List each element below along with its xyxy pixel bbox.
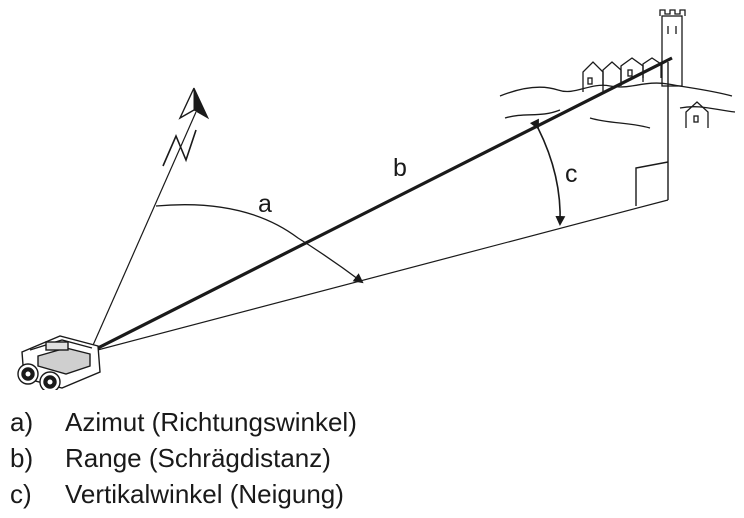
north-arrow-icon [162,87,210,167]
legend-key: b) [10,443,34,473]
azimuth-arc [155,204,364,284]
horizontal-line [89,199,669,353]
label-c: c [565,160,578,188]
hill-with-castle-icon [499,9,736,129]
legend-key: a) [10,407,34,437]
legend-text: Azimut (Richtungswinkel) [65,407,357,437]
slant-range-line [89,56,673,354]
legend-text: Vertikalwinkel (Neigung) [65,479,344,509]
north-line [89,111,197,353]
projection-lines [635,62,669,206]
legend-item-range: b) Range (Schrägdistanz) [10,440,730,476]
legend-item-azimuth: a) Azimut (Richtungswinkel) [10,404,730,440]
binoculars-icon [17,335,101,390]
legend-item-vertical-angle: c) Vertikalwinkel (Neigung) [10,476,730,512]
vertical-angle-arc [529,118,566,226]
rangefinder-diagram: a b c [17,9,736,390]
label-a: a [258,190,272,218]
legend-text: Range (Schrägdistanz) [65,443,331,473]
label-b: b [393,154,407,182]
legend-key: c) [10,479,32,509]
legend: a) Azimut (Richtungswinkel) b) Range (Sc… [10,404,730,512]
